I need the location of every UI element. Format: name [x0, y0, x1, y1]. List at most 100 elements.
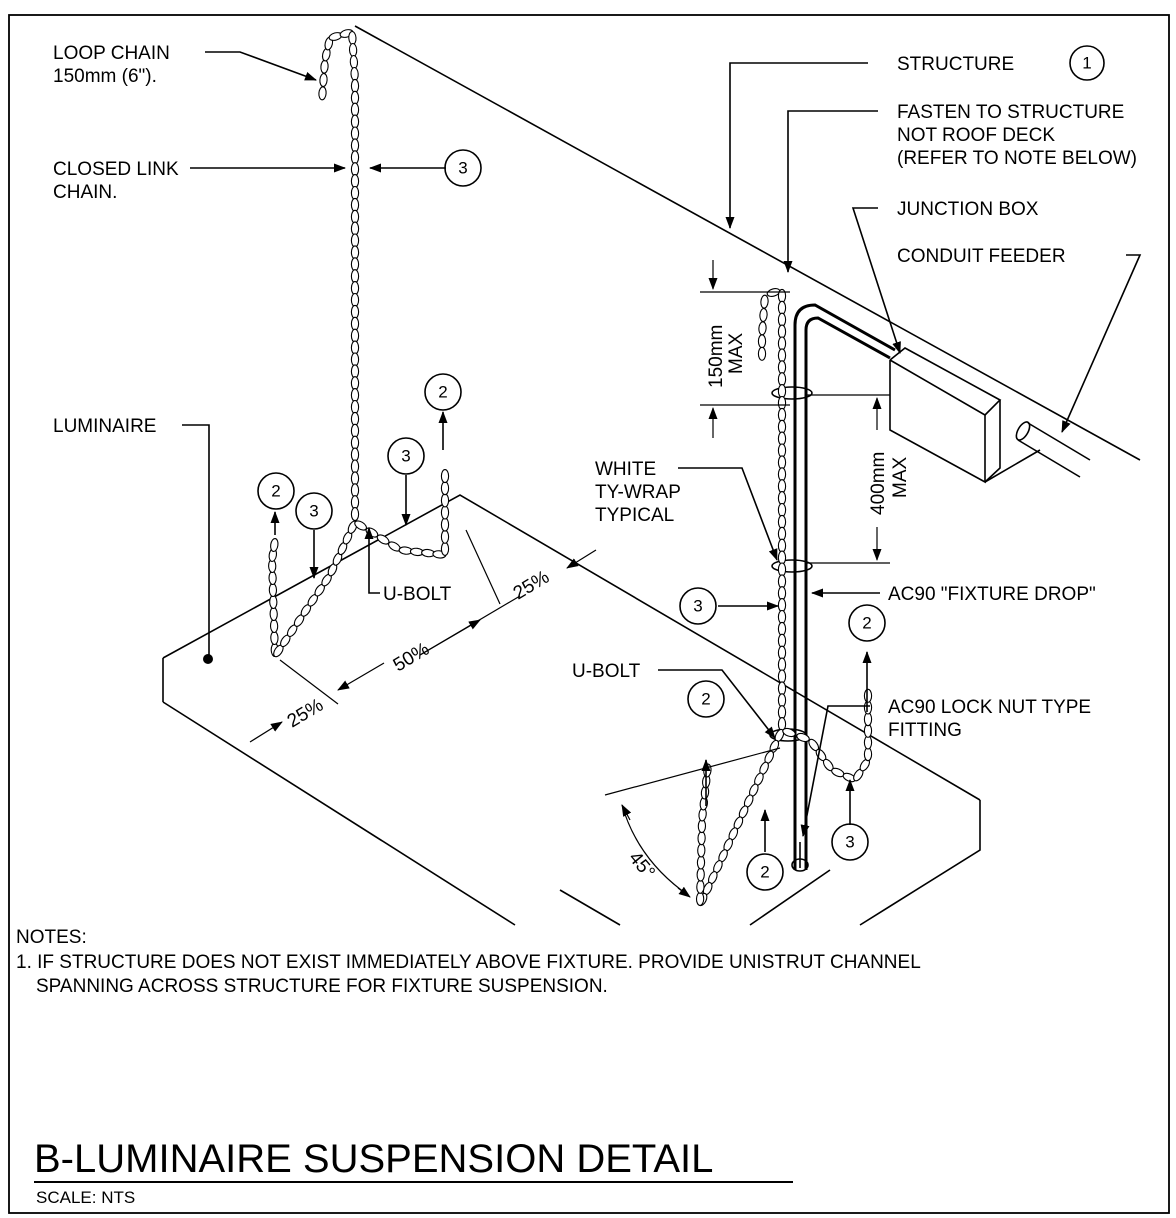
chain-link — [782, 727, 796, 738]
callout-left-3b: 3 — [401, 447, 410, 466]
chain-link — [863, 700, 873, 715]
callout-right-2-ubolt: 2 — [701, 690, 710, 709]
chain-link — [350, 174, 360, 189]
chain-link — [440, 493, 450, 508]
chain-link — [350, 483, 360, 498]
chain-link — [796, 732, 810, 743]
dim-150-2: MAX — [726, 333, 747, 375]
chain-link — [777, 526, 787, 541]
chain-link — [777, 574, 787, 589]
chain-link — [350, 507, 360, 522]
chain-link — [269, 618, 279, 634]
chain-link — [350, 78, 360, 93]
chain-link — [757, 346, 767, 361]
chain-link — [777, 419, 787, 434]
label-fasten-1: FASTEN TO STRUCTURE — [897, 102, 1124, 123]
chain-link — [777, 324, 787, 339]
leader-lines — [182, 51, 1142, 852]
callout-structure: 1 — [1082, 54, 1091, 73]
chain-link — [318, 86, 327, 101]
chain-link — [319, 72, 328, 88]
chain-link — [350, 209, 360, 224]
chain-link — [777, 598, 787, 613]
chain-link — [350, 245, 360, 260]
chain-link — [777, 348, 787, 363]
chain-link — [777, 395, 787, 411]
label-junction-box: JUNCTION BOX — [897, 199, 1039, 220]
chain-link — [348, 30, 357, 46]
dim-45: 45° — [624, 848, 659, 884]
chain-link — [777, 407, 787, 422]
chain-link — [350, 388, 360, 403]
chain-link — [777, 384, 787, 399]
chain-link — [440, 529, 450, 544]
chain-link — [350, 316, 360, 331]
chain-link — [350, 138, 360, 153]
chain-link — [777, 586, 787, 601]
chain-link — [777, 657, 787, 672]
chain-link — [777, 514, 787, 529]
chain-link — [758, 321, 767, 336]
closed-link-chains — [268, 29, 873, 907]
dim-25-right: 25% — [510, 567, 554, 605]
label-white-1: WHITE — [595, 459, 656, 480]
chain-link — [777, 633, 787, 648]
label-structure: STRUCTURE — [897, 54, 1014, 75]
chain-link — [777, 372, 787, 387]
dim-400-2: MAX — [890, 457, 911, 499]
chain-link — [350, 328, 360, 343]
chain-link — [350, 352, 360, 367]
chain-link — [440, 517, 450, 532]
chain-link — [863, 688, 873, 703]
chain-link — [350, 185, 360, 201]
chain-link — [697, 831, 706, 846]
chain-link — [440, 505, 450, 520]
note-1-line-2: SPANNING ACROSS STRUCTURE FOR FIXTURE SU… — [36, 976, 608, 997]
chain-link — [350, 197, 360, 212]
label-conduit-feeder: CONDUIT FEEDER — [897, 246, 1066, 267]
dimension-lines — [249, 260, 890, 898]
label-lock-nut-1: AC90 LOCK NUT TYPE — [888, 697, 1091, 718]
chain-link — [777, 491, 787, 506]
chain-link — [777, 705, 787, 720]
chain-link — [350, 269, 360, 284]
chain-link — [349, 54, 359, 70]
label-closed-link-2: CHAIN. — [53, 182, 117, 203]
chain-link — [777, 693, 787, 708]
label-fasten-2: NOT ROOF DECK — [897, 125, 1055, 146]
callout-closed-link: 3 — [458, 159, 467, 178]
chain-link — [777, 312, 787, 327]
callout-right-2-lock: 2 — [862, 614, 871, 633]
chain-link — [777, 669, 787, 684]
callout-left-2b: 2 — [438, 383, 447, 402]
chain-link — [777, 502, 787, 518]
drawing-border — [8, 14, 1170, 1214]
chain-link — [348, 42, 358, 58]
callout-right-3-chain: 3 — [693, 597, 702, 616]
label-closed-link-1: CLOSED LINK — [53, 159, 179, 180]
label-luminaire: LUMINAIRE — [53, 416, 156, 437]
ac90-fixture-drop — [791, 303, 896, 872]
chain-link — [777, 455, 787, 470]
chain-link — [268, 570, 277, 586]
chain-link — [440, 541, 450, 556]
chain-link — [777, 467, 787, 482]
chain-link — [777, 538, 787, 553]
dim-50: 50% — [390, 639, 434, 677]
scale-text: SCALE: NTS — [36, 1188, 135, 1207]
chain-link — [703, 763, 712, 778]
chain-link — [760, 294, 769, 309]
chain-link — [350, 126, 360, 141]
chain-link — [777, 336, 787, 351]
label-loop-chain-2: 150mm (6"). — [53, 66, 157, 87]
chain-link — [350, 162, 360, 177]
chain-link — [863, 712, 873, 727]
chain-link — [777, 621, 787, 636]
chain-link — [440, 469, 450, 484]
label-white-3: TYPICAL — [595, 505, 674, 526]
chain-link — [350, 411, 360, 426]
chain-link — [350, 90, 360, 105]
chain-link — [350, 233, 360, 248]
chain-link — [350, 66, 359, 82]
chain-link — [350, 423, 360, 438]
